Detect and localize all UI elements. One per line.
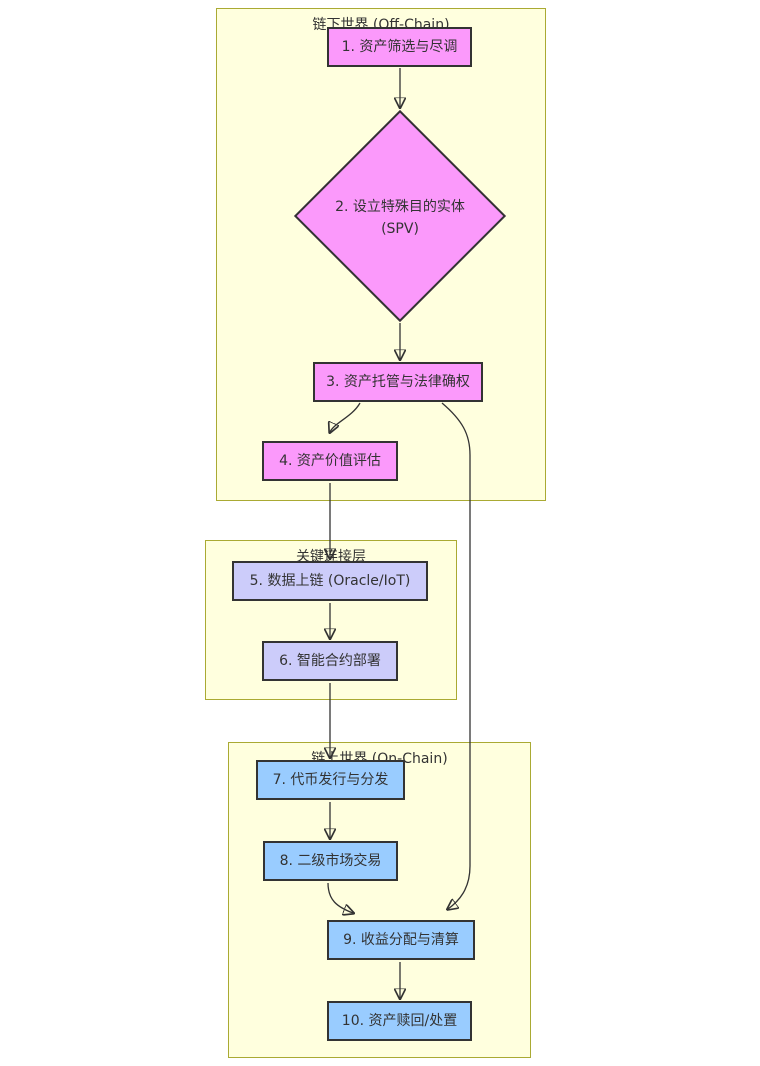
node-7-token-issuance: 7. 代币发行与分发 [256,760,405,800]
node-3-label: 3. 资产托管与法律确权 [326,373,470,390]
node-3-asset-custody: 3. 资产托管与法律确权 [313,362,483,402]
node-10-label: 10. 资产赎回/处置 [341,1012,458,1029]
node-9-revenue-distribution: 9. 收益分配与清算 [327,920,475,960]
edge-3-9 [441,402,471,909]
edge-8-9 [327,882,353,913]
node-7-label: 7. 代币发行与分发 [272,771,389,788]
node-6-label: 6. 智能合约部署 [279,652,381,669]
node-1-asset-screening: 1. 资产筛选与尽调 [327,27,472,67]
node-6-smart-contract-deploy: 6. 智能合约部署 [262,641,398,681]
node-9-label: 9. 收益分配与清算 [343,931,459,948]
node-8-secondary-market: 8. 二级市场交易 [263,841,398,881]
node-10-asset-redemption: 10. 资产赎回/处置 [327,1001,472,1041]
node-2-label-line2: (SPV) [381,221,419,237]
node-1-label: 1. 资产筛选与尽调 [341,38,458,55]
node-2-label-line1: 2. 设立特殊目的实体 [335,199,465,215]
node-5-label: 5. 数据上链 (Oracle/IoT) [249,572,411,589]
node-4-asset-valuation: 4. 资产价值评估 [262,441,398,481]
edge-3-4 [330,402,361,432]
node-8-label: 8. 二级市场交易 [279,852,382,869]
node-2-spv: 2. 设立特殊目的实体 (SPV) [310,196,490,240]
node-4-label: 4. 资产价值评估 [279,452,381,469]
node-5-data-onchain: 5. 数据上链 (Oracle/IoT) [232,561,428,601]
